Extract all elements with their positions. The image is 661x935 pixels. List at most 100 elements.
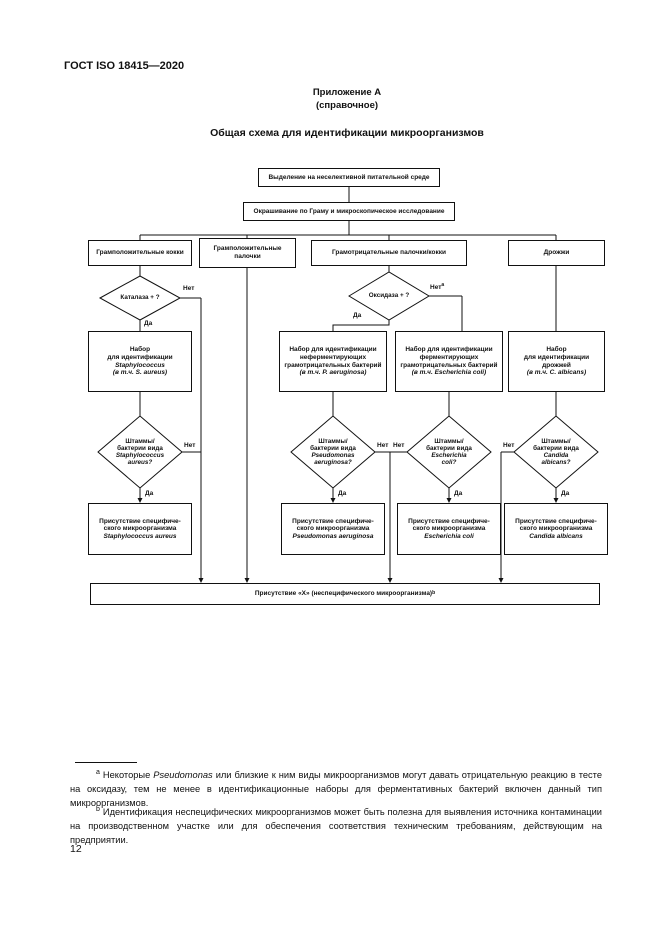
edge-label-no: Нет — [393, 442, 405, 449]
box-line: грамотрицательных бактерий — [400, 361, 498, 369]
diamond-text: Staphylococcus — [115, 452, 165, 459]
box-line: Грамотрицательные палочки/кокки — [331, 249, 447, 257]
figure-title: Общая схема для идентификации микроорган… — [210, 127, 484, 139]
diamond-text: albicans? — [541, 459, 571, 467]
diamond-text: бактерии вида — [533, 444, 579, 452]
box-line: Candida albicans — [529, 532, 583, 540]
diamond-text: бактерии вида — [117, 444, 163, 452]
appendix-title: Приложение А — [312, 87, 382, 98]
diamond-text: бактерии вида — [426, 444, 472, 452]
box-line: (в т.ч. C. albicans) — [526, 369, 587, 377]
box-line: палочки — [234, 253, 261, 260]
box-line: Присутствие «X» (неспецифического микроо… — [254, 590, 433, 598]
box-line: Набор — [546, 346, 567, 354]
box-line: ского микроорганизма — [103, 525, 177, 533]
result-candida-box: Присутствие специфиче- ского микрооргани… — [504, 503, 608, 555]
box-line: для идентификации — [523, 353, 590, 361]
box-line: Присутствие специфиче- — [292, 517, 374, 525]
result-ecoli-box: Присутствие специфиче- ского микрооргани… — [397, 503, 501, 555]
box-line: дрожжей — [542, 361, 571, 369]
box-line: ского микроорганизма — [296, 525, 370, 533]
footnote-a-species: Pseudomonas — [153, 770, 213, 781]
box-line: Staphylococcus aureus — [103, 532, 177, 540]
footnote-ref-a: a — [441, 282, 445, 288]
appendix-subtitle: (справочное) — [315, 100, 379, 111]
edge-label-yes: Да — [454, 490, 463, 497]
kit-nonfermenting-box: Набор для идентификации неферментирующих… — [279, 331, 387, 392]
edge-label-no: Нет — [503, 442, 515, 449]
box-line: Окрашивание по Граму и микроскопическое … — [253, 207, 445, 215]
edge-label-yes: Да — [145, 490, 154, 497]
box-line: Выделение на неселективной питательной с… — [268, 173, 430, 181]
edge-label-yes: Да — [561, 490, 570, 497]
box-line: Escherichia coli — [424, 532, 474, 540]
step-gram-stain-box: Окрашивание по Граму и микроскопическое … — [243, 202, 455, 221]
edge-label-no: Нет — [430, 284, 442, 292]
box-line: Присутствие специфиче- — [99, 517, 181, 525]
decision-catalase-diamond: Каталаза + ? — [100, 288, 180, 308]
diamond-text: Штаммы/ — [434, 437, 464, 445]
question-staphylococcus-diamond: Штаммы/ бактерии вида Staphylococcus aur… — [98, 424, 182, 480]
footnote-ref-b: b — [432, 590, 436, 597]
box-line: для идентификации — [107, 353, 173, 361]
category-yeast-box: Дрожжи — [508, 240, 605, 266]
decision-oxidase-diamond: Оксидаза + ? — [349, 286, 429, 306]
diamond-text: Pseudomonas — [311, 452, 355, 459]
result-pseudomonas-box: Присутствие специфиче- ского микрооргани… — [281, 503, 385, 555]
footnote-a-text: или близкие к ним виды микроорганизмов м… — [70, 770, 602, 808]
diamond-text: aeruginosa? — [314, 459, 352, 467]
question-ecoli-diamond: Штаммы/ бактерии вида Escherichia coli? — [407, 424, 491, 480]
category-gram-positive-cocci-box: Грамположительные кокки — [88, 240, 192, 266]
kit-staphylococcus-box: Набор для идентификации Staphylococcus (… — [88, 331, 192, 392]
box-line: Pseudomonas aeruginosa — [292, 532, 374, 540]
box-line: (в т.ч. S. aureus) — [112, 369, 168, 377]
edge-label-yes: Да — [144, 320, 153, 327]
diamond-text: Штаммы/ — [318, 437, 348, 445]
diamond-text: Candida — [543, 452, 569, 459]
diamond-text: Каталаза + ? — [120, 294, 160, 302]
box-line: Staphylococcus — [115, 361, 165, 369]
box-line: Присутствие специфиче- — [408, 517, 490, 525]
box-line: ского микроорганизма — [519, 525, 593, 533]
footnote-a-text: Некоторые — [102, 770, 154, 781]
category-gram-positive-rods-box: Грамположительные палочки — [199, 238, 296, 268]
box-line: Дрожжи — [543, 249, 570, 257]
edge-label-no: Нет — [184, 442, 196, 449]
diamond-text: Штаммы/ — [541, 437, 571, 445]
box-line: ского микроорганизма — [412, 525, 486, 533]
box-line: Грамположительные — [213, 245, 282, 253]
doc-code: ГОСТ ISO 18415—2020 — [64, 60, 185, 72]
step-isolation-box: Выделение на неселективной питательной с… — [258, 168, 440, 187]
diamond-text: Escherichia — [431, 452, 467, 459]
footnote-a-marker: a — [96, 769, 100, 776]
edge-label-no-sup-a: Нетa — [430, 282, 444, 291]
question-pseudomonas-diamond: Штаммы/ бактерии вида Pseudomonas aerugi… — [291, 424, 375, 480]
final-nonspecific-box: Присутствие «X» (неспецифического микроо… — [90, 583, 600, 605]
box-line: (в т.ч. Escherichia coli) — [411, 369, 487, 377]
box-line: ферментирующих — [419, 353, 479, 361]
box-line: неферментирующих — [299, 353, 367, 361]
edge-label-no: Нет — [183, 285, 195, 292]
footnote-b-text: Идентификация неспецифических микроорган… — [70, 807, 602, 845]
box-line: Набор для идентификации — [289, 346, 377, 354]
box-line: грамотрицательных бактерий — [284, 361, 382, 369]
category-gram-negative-box: Грамотрицательные палочки/кокки — [311, 240, 467, 266]
edge-label-yes: Да — [353, 312, 362, 319]
diamond-text: coli? — [441, 459, 457, 467]
box-line: Грамположительные кокки — [96, 249, 184, 257]
question-candida-diamond: Штаммы/ бактерии вида Candida albicans? — [514, 424, 598, 480]
result-staphylococcus-box: Присутствие специфиче- ского микрооргани… — [88, 503, 192, 555]
kit-yeast-box: Набор для идентификации дрожжей (в т.ч. … — [508, 331, 605, 392]
edge-label-no: Нет — [377, 442, 389, 449]
diamond-text: Оксидаза + ? — [368, 292, 410, 300]
edge-label-yes: Да — [338, 490, 347, 497]
diamond-text: бактерии вида — [310, 444, 356, 452]
box-line: Набор — [129, 346, 151, 354]
footnote-b-marker: b — [96, 806, 100, 813]
footnote-separator — [75, 762, 137, 763]
box-line: (в т.ч. P. aeruginosa) — [299, 369, 367, 377]
